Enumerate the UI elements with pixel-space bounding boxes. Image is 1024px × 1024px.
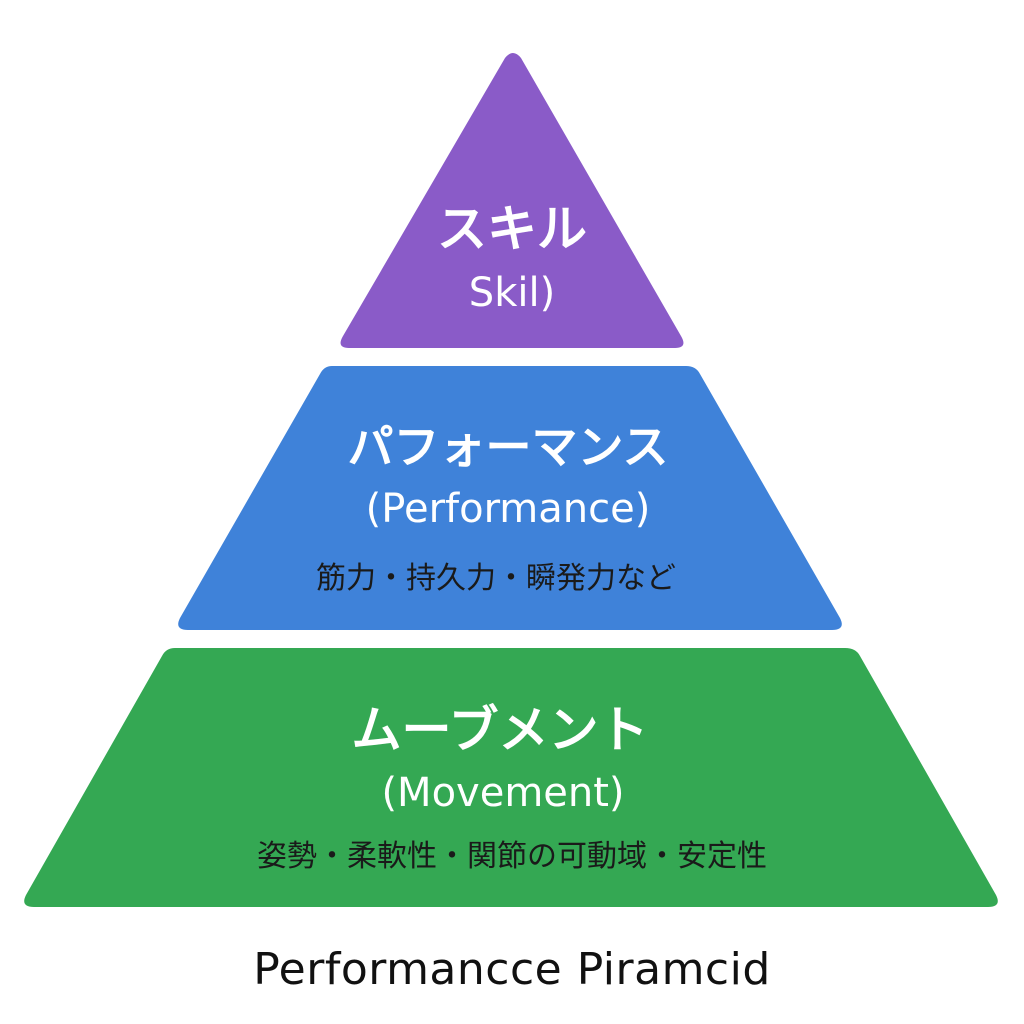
tier-performance-subtitle: (Performance) [366,486,651,532]
tier-performance-title: パフォーマンス [347,420,668,474]
tier-skill: スキル Skil) [340,53,684,348]
tier-skill-title: スキル [437,200,587,258]
tier-movement-subtitle: (Movement) [381,770,624,816]
tier-skill-shape [340,53,684,348]
tier-performance-description: 筋力・持久力・瞬発力など [316,561,676,596]
tier-performance-shape [178,366,842,630]
tier-movement-shape [24,648,998,907]
tier-movement: ムーブメント (Movement) 姿勢・柔軟性・関節の可動域・安定性 [24,648,998,907]
tier-skill-subtitle: Skil) [469,270,555,316]
tier-movement-description: 姿勢・柔軟性・関節の可動域・安定性 [257,839,767,874]
tier-movement-title: ムーブメント [352,701,649,759]
diagram-caption: Performancce Piramcid [253,944,771,995]
tier-performance: パフォーマンス (Performance) 筋力・持久力・瞬発力など [178,366,842,630]
